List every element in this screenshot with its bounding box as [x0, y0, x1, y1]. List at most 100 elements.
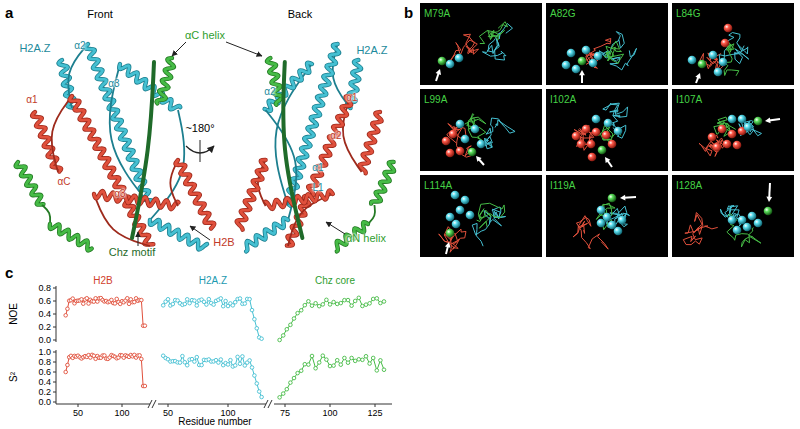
- figure-circle: [709, 51, 718, 60]
- tick-label: 0.6: [38, 368, 51, 377]
- figure-path: [52, 96, 72, 172]
- mutant-panel: I119A: [546, 175, 668, 257]
- figure-path: [287, 96, 351, 246]
- figure-circle: [328, 303, 332, 307]
- figure-circle: [738, 216, 747, 225]
- figure-circle: [723, 140, 732, 149]
- figure-path: [766, 197, 772, 202]
- figure-path: [150, 220, 207, 249]
- figure-label: Back: [288, 9, 312, 20]
- figure-circle: [250, 366, 254, 370]
- figure-circle: [226, 363, 230, 367]
- figure-circle: [303, 362, 307, 366]
- figure-circle: [618, 216, 627, 225]
- figure-circle: [207, 297, 211, 301]
- figure-circle: [339, 363, 343, 367]
- tick-label: 50: [73, 409, 83, 418]
- figure-line: [581, 74, 583, 83]
- figure-circle: [285, 327, 289, 331]
- figure-circle: [361, 304, 365, 308]
- figure-path: [347, 60, 361, 108]
- figure-path: [484, 118, 515, 149]
- figure-path: [477, 203, 505, 228]
- tick-label: 0.6: [38, 297, 51, 306]
- figure-circle: [353, 359, 357, 363]
- figure-circle: [456, 206, 465, 215]
- figure-line: [53, 382, 56, 383]
- figure-circle: [350, 356, 354, 360]
- figure-line: [274, 404, 392, 405]
- mutation-label: M79A: [420, 6, 454, 22]
- figure-circle: [582, 46, 591, 55]
- figure-circle: [587, 140, 596, 149]
- figure-line: [200, 140, 201, 162]
- figure-circle: [193, 360, 197, 364]
- figure-circle: [243, 302, 247, 306]
- figure-line: [148, 400, 152, 408]
- figure-circle: [577, 140, 586, 149]
- figure-circle: [592, 128, 601, 137]
- figure-circle: [133, 300, 137, 304]
- figure-circle: [200, 363, 204, 367]
- figure-g: [64, 353, 147, 388]
- tick-label: 0.0: [38, 336, 51, 345]
- figure-circle: [375, 297, 379, 301]
- figure-g: [64, 296, 147, 327]
- figure-path: [16, 162, 44, 205]
- figure-path: [368, 205, 375, 224]
- figure-circle: [733, 141, 742, 150]
- figure-g: [237, 44, 394, 251]
- mutant-panel: L114A: [420, 175, 542, 257]
- figure-circle: [714, 68, 723, 77]
- figure-circle: [379, 301, 383, 305]
- figure-circle: [382, 368, 386, 372]
- figure-label: H2A.Z: [356, 45, 387, 56]
- figure-circle: [350, 304, 354, 308]
- figure-line: [768, 183, 771, 198]
- figure-circle: [446, 213, 455, 222]
- figure-circle: [461, 135, 470, 144]
- tick-label: 100: [322, 409, 337, 418]
- figure-circle: [140, 357, 144, 361]
- figure-circle: [321, 303, 325, 307]
- figure-circle: [81, 302, 85, 306]
- figure-circle: [368, 302, 372, 306]
- figure-g: [53, 286, 392, 408]
- figure-circle: [87, 302, 91, 306]
- figure-circle: [724, 24, 733, 33]
- tick-label: 0.2: [38, 323, 51, 332]
- figure-circle: [253, 317, 257, 321]
- mutation-label: I128A: [672, 178, 706, 194]
- figure-circle: [455, 54, 464, 63]
- figure-circle: [292, 317, 296, 321]
- figure-circle: [598, 146, 607, 155]
- figure-line: [78, 404, 79, 407]
- figure-circle: [728, 115, 737, 124]
- figure-line: [53, 362, 56, 363]
- figure-path: [285, 44, 339, 206]
- tick-label: 100: [114, 409, 129, 418]
- tick-label: 0.4: [38, 378, 51, 387]
- figure-line: [228, 404, 229, 407]
- mutation-label: I119A: [546, 178, 579, 194]
- figure-line: [268, 400, 272, 408]
- figure-circle: [721, 39, 730, 48]
- figure-path: [70, 96, 154, 245]
- figure-path: [620, 195, 625, 201]
- figure-circle: [80, 298, 84, 302]
- figure-path: [163, 298, 261, 338]
- figure-circle: [438, 57, 447, 66]
- figure-path: [605, 157, 610, 163]
- figure-circle: [161, 304, 165, 308]
- figure-circle: [143, 324, 147, 328]
- figure-path: [50, 224, 92, 250]
- figure-circle: [125, 296, 129, 300]
- figure-line: [769, 119, 780, 120]
- figure-circle: [588, 153, 597, 162]
- figure-circle: [257, 390, 261, 394]
- figure-line: [53, 288, 56, 289]
- figure-circle: [278, 338, 282, 342]
- figure-circle: [718, 125, 727, 134]
- figure-line: [190, 226, 210, 240]
- tick-label: 0.4: [38, 310, 51, 319]
